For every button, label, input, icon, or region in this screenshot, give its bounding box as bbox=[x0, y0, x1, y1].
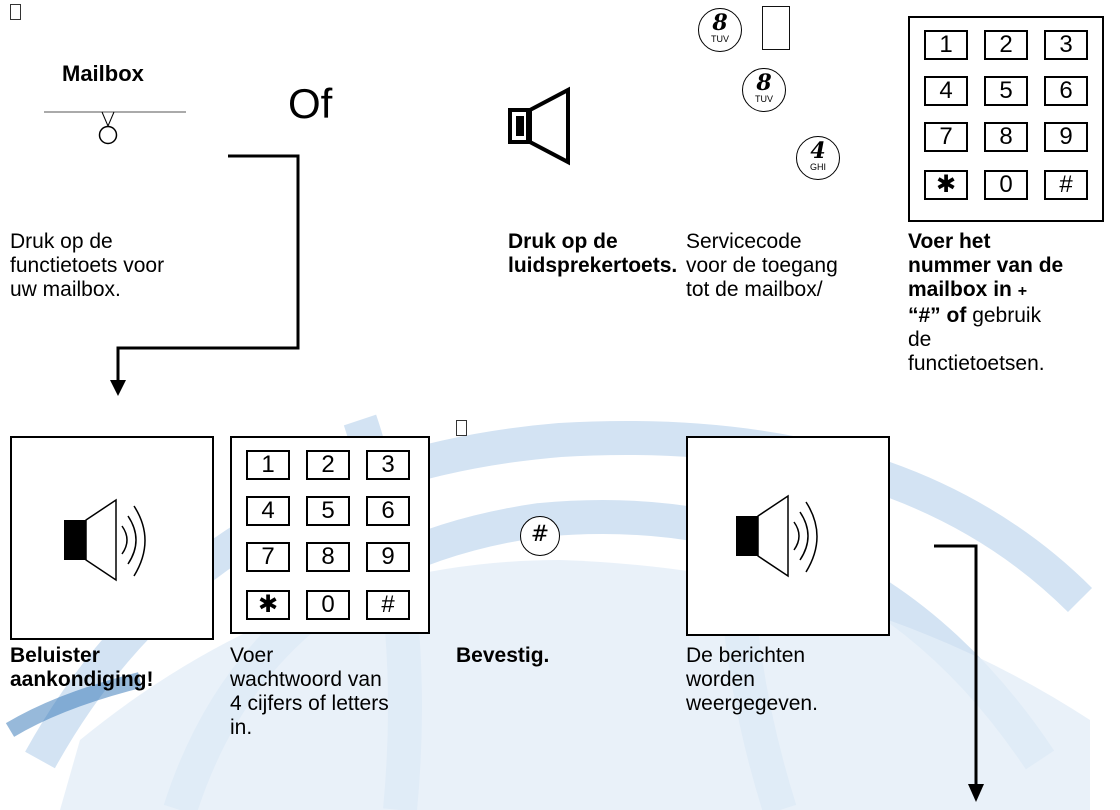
keypad-key[interactable]: 4 bbox=[924, 76, 968, 106]
keypad-caption: Voer het nummer van de mailbox in + “#” … bbox=[908, 230, 1064, 375]
speaker-caption: Druk op de luidsprekertoets. bbox=[508, 230, 678, 277]
flow-arrow bbox=[934, 544, 984, 802]
key-4-icon[interactable]: 4 GHI bbox=[796, 136, 840, 180]
speaker-sound-icon bbox=[64, 498, 146, 582]
keypad-key[interactable]: 2 bbox=[306, 450, 350, 480]
keypad-key[interactable]: 6 bbox=[366, 496, 410, 526]
mailbox-key-icon[interactable] bbox=[40, 96, 190, 156]
service-code-caption: Servicecode voor de toegang tot de mailb… bbox=[686, 230, 838, 301]
keypad-key[interactable]: 9 bbox=[366, 542, 410, 572]
keypad-key[interactable]: 5 bbox=[984, 76, 1028, 106]
keypad-key[interactable]: ✱ bbox=[246, 590, 290, 620]
listen-caption: Beluister aankondiging! bbox=[10, 644, 154, 691]
or-text: Of bbox=[288, 80, 333, 127]
keypad-key[interactable]: 1 bbox=[924, 30, 968, 60]
speaker-key-icon[interactable] bbox=[508, 86, 578, 166]
speaker-sound-icon bbox=[736, 494, 818, 578]
keypad-key[interactable]: 8 bbox=[306, 542, 350, 572]
mailbox-number-keypad[interactable]: 1 2 3 4 5 6 7 8 9 ✱ 0 # bbox=[908, 16, 1104, 222]
keypad-key[interactable]: 7 bbox=[924, 122, 968, 152]
hash-key-button[interactable]: # bbox=[520, 516, 560, 556]
keypad-key[interactable]: 9 bbox=[1044, 122, 1088, 152]
keypad-key[interactable]: # bbox=[366, 590, 410, 620]
password-caption: Voer wachtwoord van 4 cijfers of letters… bbox=[230, 644, 389, 739]
keypad-key[interactable]: 2 bbox=[984, 30, 1028, 60]
mailbox-key-label: Mailbox bbox=[62, 61, 144, 86]
password-keypad[interactable]: 1 2 3 4 5 6 7 8 9 ✱ 0 # bbox=[230, 436, 430, 634]
messages-speaker-frame bbox=[686, 436, 890, 636]
keypad-key[interactable]: 7 bbox=[246, 542, 290, 572]
keypad-key[interactable]: 3 bbox=[1044, 30, 1088, 60]
announcement-speaker-frame bbox=[10, 436, 214, 640]
keypad-key[interactable]: 8 bbox=[984, 122, 1028, 152]
placeholder-glyph-icon bbox=[456, 420, 467, 436]
placeholder-glyph-icon bbox=[762, 6, 790, 50]
keypad-key[interactable]: 5 bbox=[306, 496, 350, 526]
keypad-key[interactable]: 4 bbox=[246, 496, 290, 526]
placeholder-glyph-icon bbox=[10, 4, 21, 20]
confirm-caption: Bevestig. bbox=[456, 644, 550, 667]
mailbox-caption: Druk op de functietoets voor uw mailbox. bbox=[10, 230, 165, 301]
flow-arrow bbox=[110, 154, 300, 396]
key-8-icon[interactable]: 8 TUV bbox=[742, 68, 786, 112]
messages-caption: De berichten worden weergegeven. bbox=[686, 644, 818, 715]
key-8-icon[interactable]: 8 TUV bbox=[698, 8, 742, 52]
keypad-key[interactable]: # bbox=[1044, 170, 1088, 200]
keypad-key[interactable]: 6 bbox=[1044, 76, 1088, 106]
keypad-key[interactable]: 1 bbox=[246, 450, 290, 480]
keypad-key[interactable]: 0 bbox=[984, 170, 1028, 200]
keypad-key[interactable]: ✱ bbox=[924, 170, 968, 200]
keypad-key[interactable]: 3 bbox=[366, 450, 410, 480]
keypad-key[interactable]: 0 bbox=[306, 590, 350, 620]
